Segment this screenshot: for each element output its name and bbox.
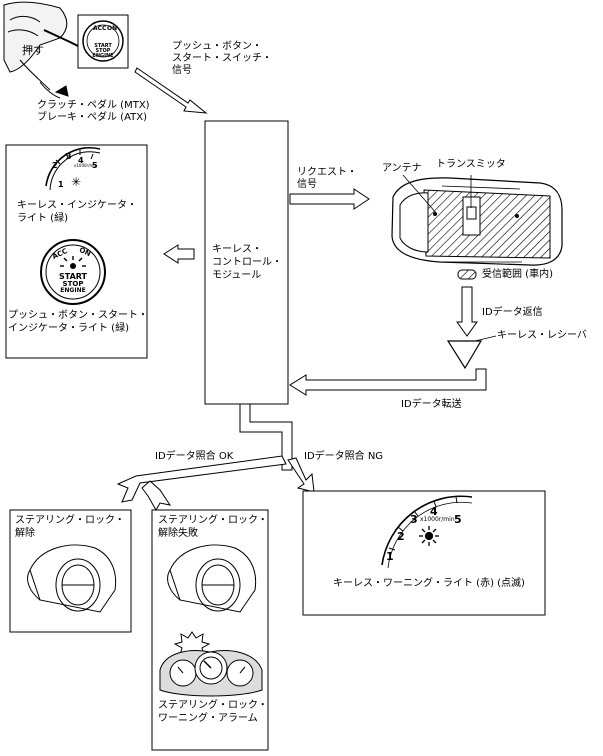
reception-range-label: 受信範囲 (車内) bbox=[482, 269, 553, 280]
push-button-inset bbox=[77, 14, 129, 69]
arrow-id-transfer bbox=[289, 368, 487, 396]
tach-num-3: 3 bbox=[410, 513, 418, 526]
steering-wheel-illustration bbox=[27, 544, 117, 613]
pedal-label-2: ブレーキ・ペダル (ATX) bbox=[37, 112, 148, 123]
arrow-button-signal bbox=[134, 67, 208, 114]
steering-wheel-illustration-2 bbox=[167, 544, 257, 613]
arrow-request-signal bbox=[289, 188, 370, 210]
inset-acc-label: ACC bbox=[93, 25, 107, 32]
inset-start-label: START bbox=[94, 43, 112, 49]
indicator-light-glyph: ✳ bbox=[71, 175, 82, 189]
pedal-label-1: クラッチ・ペダル (MTX) bbox=[37, 100, 150, 111]
button-engine-label: ENGINE bbox=[60, 287, 86, 294]
arrow-id-reply bbox=[456, 286, 478, 337]
lock-alarm-label-2: ワーニング・アラーム bbox=[158, 713, 258, 724]
tach-num-1: 1 bbox=[386, 550, 394, 563]
antenna-label: アンテナ bbox=[382, 163, 422, 174]
push-action-label: 押す bbox=[22, 44, 44, 57]
transmitter-label: トランスミッタ bbox=[436, 159, 506, 170]
keyless-receiver bbox=[446, 340, 483, 370]
receiver-leader bbox=[474, 335, 497, 342]
lock-fail-label-2: 解除失敗 bbox=[158, 528, 198, 539]
module-label-1: キーレス・ bbox=[212, 244, 262, 255]
lock-release-label-2: 解除 bbox=[15, 528, 35, 539]
receiver-label: キーレス・レシーバ bbox=[497, 330, 587, 341]
lock-fail-box bbox=[151, 509, 269, 751]
push-signal-label-1: プッシュ・ボタン・ bbox=[172, 41, 262, 52]
push-button-illustration bbox=[40, 239, 106, 305]
keyless-control-module bbox=[204, 120, 289, 405]
push-signal-label-3: 信号 bbox=[172, 65, 192, 76]
warning-light-icon bbox=[419, 526, 439, 546]
inset-stop-label: STOP bbox=[95, 48, 111, 54]
request-signal-label-2: 信号 bbox=[297, 179, 317, 190]
module-label-2: コントロール・ bbox=[212, 257, 282, 268]
reception-range-swatch bbox=[457, 269, 477, 280]
arrow-id-ng bbox=[287, 457, 315, 493]
lock-alarm-label-1: ステアリング・ロック・ bbox=[158, 700, 268, 711]
indicator-gauge-num-3: 3 bbox=[66, 152, 72, 161]
lock-release-label-1: ステアリング・ロック・ bbox=[15, 515, 125, 526]
keyless-indicator-label-2: ライト (緑) bbox=[17, 213, 68, 224]
indicator-gauge-num-4: 4 bbox=[78, 156, 84, 165]
id-ng-label: IDデータ照合 NG bbox=[304, 451, 384, 462]
inset-engine-label: ENGINE bbox=[92, 53, 114, 59]
module-label-3: モジュール bbox=[212, 270, 262, 281]
push-signal-label-2: スタート・スイッチ・ bbox=[172, 53, 272, 64]
button-start-label: START bbox=[58, 272, 88, 281]
push-indicator-label-2: インジケータ・ライト (緑) bbox=[8, 323, 129, 334]
id-transfer-label: IDデータ転送 bbox=[401, 399, 462, 410]
indicator-gauge-unit: x1000r/min bbox=[74, 163, 98, 168]
warning-light-box bbox=[302, 490, 546, 616]
instrument-cluster-illustration bbox=[159, 650, 263, 697]
push-indicator-label-1: プッシュ・ボタン・スタート・ bbox=[8, 310, 148, 321]
car-illustration bbox=[391, 177, 563, 266]
tach-num-5: 5 bbox=[454, 513, 462, 526]
indicator-gauge-num-5: 5 bbox=[92, 161, 98, 170]
id-ok-label: IDデータ照合 OK bbox=[155, 451, 234, 462]
antenna-leader bbox=[402, 174, 438, 215]
indicator-gauge-num-2: 2 bbox=[52, 161, 58, 170]
arrow-module-branch bbox=[239, 403, 293, 471]
tachometer-illustration bbox=[381, 495, 473, 569]
tach-num-2: 2 bbox=[397, 530, 405, 543]
keyless-indicator-label-1: キーレス・インジケータ・ bbox=[17, 200, 137, 211]
warning-light-label: キーレス・ワーニング・ライト (赤) (点滅) bbox=[333, 578, 525, 589]
indicator-gauge-num-1: 1 bbox=[58, 180, 64, 189]
tach-unit: x1000r/min bbox=[420, 516, 455, 523]
driver-push-illustration bbox=[3, 1, 79, 99]
request-signal-label-1: リクエスト・ bbox=[297, 167, 357, 178]
button-stop-label: STOP bbox=[62, 280, 84, 288]
arrow-to-indicators bbox=[163, 244, 195, 264]
tach-num-4: 4 bbox=[430, 505, 438, 518]
lock-fail-label-1: ステアリング・ロック・ bbox=[158, 515, 268, 526]
arrow-id-ok-second bbox=[141, 480, 172, 512]
indicator-gauge-illustration bbox=[45, 146, 101, 191]
arrow-id-ok bbox=[116, 455, 287, 503]
id-reply-label: IDデータ返信 bbox=[482, 307, 543, 318]
inset-on-label: ON bbox=[107, 25, 118, 32]
